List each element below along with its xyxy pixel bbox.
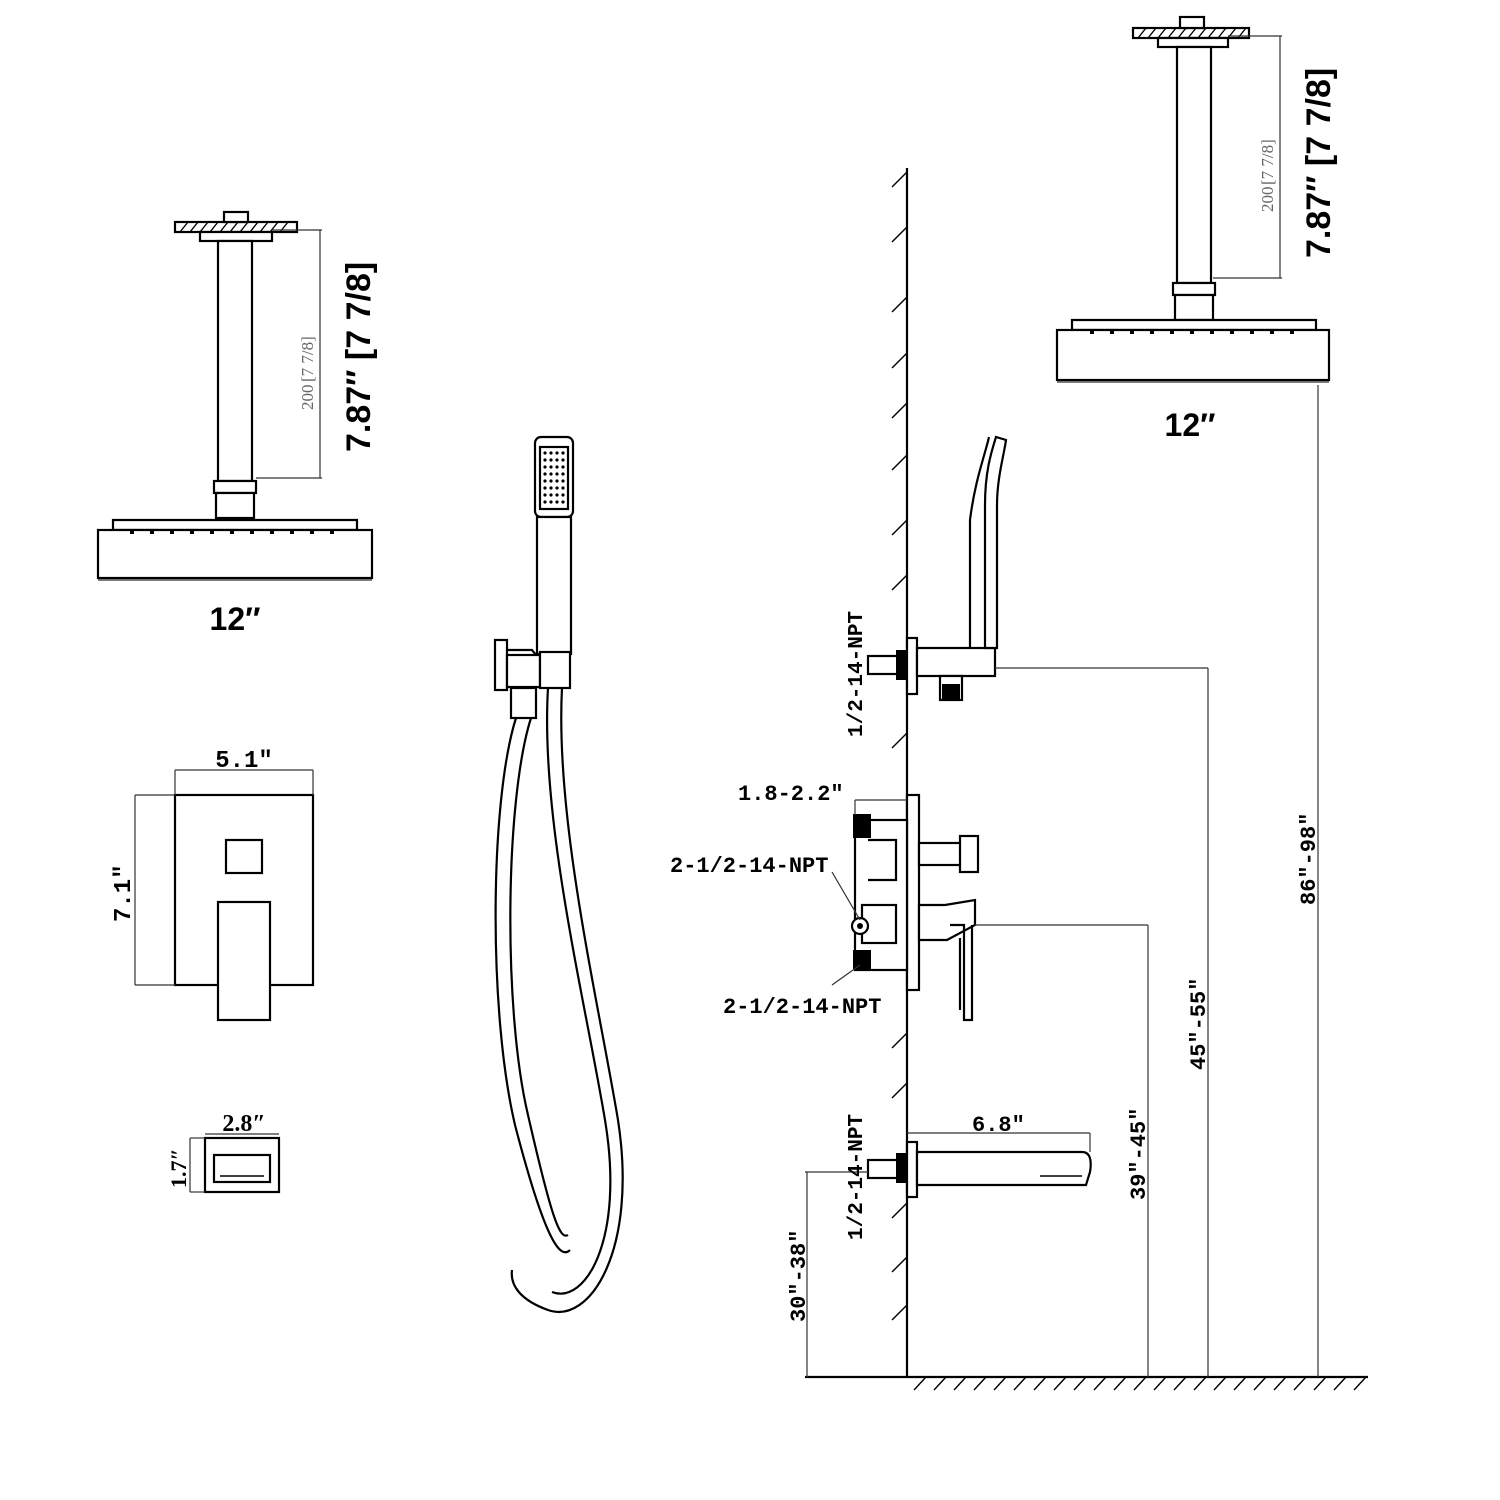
- floor-hatch-icon: [805, 1375, 1368, 1391]
- right-arm-length-label: 7.87″ [7 7/8]: [1300, 68, 1338, 258]
- valve-inlet-top-label: 2-1/2-14-NPT: [670, 854, 828, 879]
- spout-inlet-label: 1/2-14-NPT: [846, 1114, 869, 1240]
- handshower-side-view: [866, 435, 1008, 702]
- right-head-width-label: 12″: [1165, 407, 1216, 443]
- spout-height-label: 1.7″: [166, 1148, 191, 1188]
- plate-width-label: 5.1″: [215, 748, 273, 775]
- right-arm-mm-label: 200: [1258, 187, 1277, 213]
- tub-spout-side-view: [866, 1132, 1092, 1199]
- valve-inlet-bottom-label: 2-1/2-14-NPT: [723, 995, 881, 1020]
- left-arm-length-label: 7.87″ [7 7/8]: [340, 262, 378, 452]
- wall-hatch-icon: [891, 168, 909, 1377]
- right-shower-head: 200 [7 7/8] 7.87″ [7 7/8] 12″: [1055, 15, 1338, 443]
- spout-width-label: 2.8″: [222, 1111, 265, 1137]
- spout-front-view: 2.8″ 1.7″: [166, 1111, 281, 1194]
- valve-side-view: [850, 793, 980, 1022]
- left-arm-mm-label: 200: [298, 385, 317, 411]
- left-head-width-label: 12″: [210, 601, 261, 637]
- right-arm-small-label: [7 7/8]: [1258, 139, 1277, 185]
- spout-length-label: 6.8″: [972, 1113, 1025, 1138]
- hand-shower: [493, 435, 624, 1313]
- side-dimensions: [805, 385, 1319, 1377]
- valve-height-range-label: 39″-45″: [1127, 1108, 1152, 1200]
- head-height-range-label: 86″-98″: [1297, 813, 1322, 905]
- valve-depth-label: 1.8-2.2″: [738, 782, 844, 807]
- left-shower-head: 200 [7 7/8] 7.87″ [7 7/8] 12″: [96, 210, 378, 637]
- spout-height-range-label: 30″-38″: [787, 1230, 812, 1322]
- spray-face-icon: [543, 451, 565, 504]
- left-arm-small-label: [7 7/8]: [298, 336, 317, 382]
- valve-trim-plate: 5.1″ 7.1″: [111, 748, 315, 1022]
- plate-height-label: 7.1″: [111, 864, 138, 922]
- handshower-inlet-label: 1/2-14-NPT: [846, 611, 869, 737]
- handshower-height-range-label: 45″-55″: [1187, 978, 1212, 1070]
